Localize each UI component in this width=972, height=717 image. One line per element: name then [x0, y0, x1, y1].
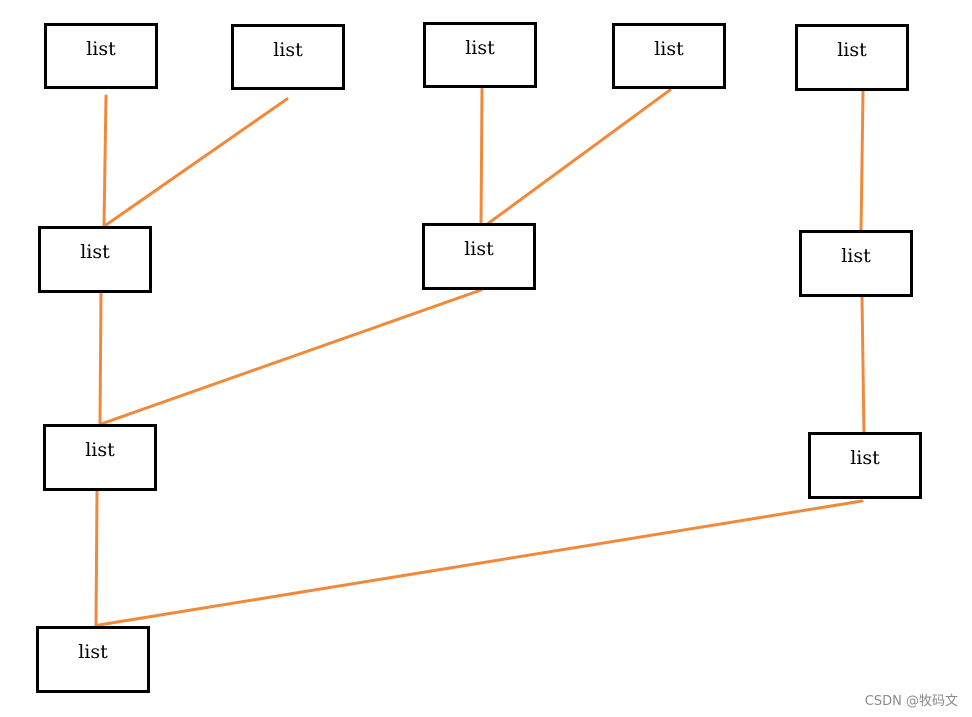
watermark: CSDN @牧码文: [864, 694, 958, 709]
node-b1: list: [38, 226, 152, 293]
edge-a4-to-b2: [480, 88, 672, 230]
node-label: list: [464, 238, 494, 260]
node-a2: list: [231, 24, 345, 90]
node-label: list: [465, 37, 495, 59]
node-label: list: [850, 447, 880, 469]
node-a3: list: [423, 22, 537, 88]
edge-b3-to-c2: [860, 295, 866, 438]
node-b2: list: [422, 223, 536, 290]
edge-a3-to-b2: [479, 87, 484, 230]
node-label: list: [273, 39, 303, 61]
edge-a2-to-b1: [104, 97, 289, 227]
edge-c2-to-d1: [97, 499, 864, 627]
node-label: list: [837, 39, 867, 61]
node-label: list: [85, 439, 115, 461]
node-a4: list: [612, 23, 726, 89]
node-a1: list: [44, 23, 158, 89]
edge-c1-to-d1: [94, 489, 99, 628]
node-a5: list: [795, 24, 909, 91]
node-label: list: [80, 241, 110, 263]
node-label: list: [86, 38, 116, 60]
node-label: list: [841, 245, 871, 267]
node-c1: list: [43, 424, 157, 491]
node-d1: list: [36, 626, 150, 693]
edge-a5-to-b3: [859, 89, 865, 235]
node-b3: list: [799, 230, 913, 297]
edge-a1-to-b1: [102, 94, 108, 228]
node-label: list: [654, 38, 684, 60]
edge-b1-to-c1: [98, 291, 103, 426]
node-c2: list: [808, 432, 922, 499]
edge-b2-to-c1: [99, 288, 483, 426]
node-label: list: [78, 641, 108, 663]
